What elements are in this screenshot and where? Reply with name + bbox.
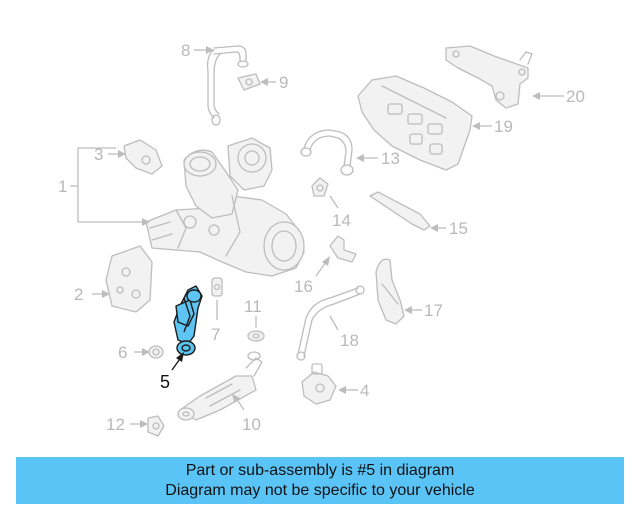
callout-17: 17 xyxy=(424,301,443,320)
callout-10: 10 xyxy=(242,415,261,434)
part-17-shield xyxy=(375,258,405,325)
leader-1-bracket xyxy=(77,147,84,223)
leader-20-arrow xyxy=(532,92,540,100)
info-banner: Part or sub-assembly is #5 in diagram Di… xyxy=(16,457,624,504)
turbocharger-assembly xyxy=(145,137,305,277)
leader-18 xyxy=(329,315,339,331)
part-15-shield-strip xyxy=(369,191,431,231)
banner-line-part: Part or sub-assembly is #5 in diagram xyxy=(185,461,455,479)
callout-18: 18 xyxy=(340,331,359,350)
part-8-pipe xyxy=(206,45,249,126)
part-14-gasket xyxy=(311,177,329,197)
callout-16: 16 xyxy=(294,277,313,296)
callout-4: 4 xyxy=(360,381,369,400)
part-7-gasket xyxy=(211,277,223,297)
part-20-bracket xyxy=(445,45,533,109)
callout-9: 9 xyxy=(279,73,288,92)
part-11-washer xyxy=(247,330,265,342)
leader-17-arrow xyxy=(404,306,412,314)
leader-2-arrow xyxy=(102,290,110,298)
callout-15: 15 xyxy=(449,219,468,238)
leader-10-arrow xyxy=(232,394,240,402)
leader-19-arrow xyxy=(472,122,480,130)
leader-14 xyxy=(329,195,339,209)
callout-14: 14 xyxy=(332,211,351,230)
leader-9-arrow xyxy=(260,78,268,86)
leader-8-arrow xyxy=(206,46,214,54)
leader-15-arrow xyxy=(430,224,438,232)
part-3-actuator xyxy=(123,139,163,175)
leader-12-arrow xyxy=(140,420,148,428)
callout-8: 8 xyxy=(181,41,190,60)
callout-20: 20 xyxy=(566,87,585,106)
part-16-bracket xyxy=(329,235,357,263)
part-5-highlighted[interactable] xyxy=(173,285,203,356)
leader-6-arrow xyxy=(142,348,150,356)
part-9-gasket xyxy=(237,73,261,91)
leader-4-arrow xyxy=(338,386,346,394)
part-6-seal-ring xyxy=(148,345,164,359)
banner-line-disclaimer: Diagram may not be specific to your vehi… xyxy=(165,481,475,499)
leader-1-arrow xyxy=(142,218,150,226)
callout-3: 3 xyxy=(94,145,103,164)
leader-10 xyxy=(235,397,245,411)
leader-16 xyxy=(315,261,327,277)
callout-7: 7 xyxy=(211,325,220,344)
part-4-valve xyxy=(301,363,337,405)
parts-diagram: 8 9 20 19 13 xyxy=(58,41,585,437)
part-12-gasket xyxy=(147,415,165,437)
part-10-catalytic-converter xyxy=(177,351,263,421)
part-18-support-bar xyxy=(296,285,365,361)
part-13-oil-line xyxy=(300,129,354,176)
part-19-heat-shield xyxy=(357,75,473,171)
callout-2: 2 xyxy=(74,285,83,304)
leader-16-arrow xyxy=(322,256,330,266)
callout-5: 5 xyxy=(160,372,170,392)
leader-3-arrow xyxy=(118,150,126,158)
leader-5-arrow xyxy=(176,352,184,362)
callout-1: 1 xyxy=(58,177,67,196)
callout-6: 6 xyxy=(118,343,127,362)
callout-19: 19 xyxy=(494,117,513,136)
callout-13: 13 xyxy=(381,149,400,168)
leader-13-arrow xyxy=(356,154,364,162)
callout-12: 12 xyxy=(106,415,125,434)
callout-11: 11 xyxy=(244,297,262,316)
part-2-gasket xyxy=(105,245,153,313)
